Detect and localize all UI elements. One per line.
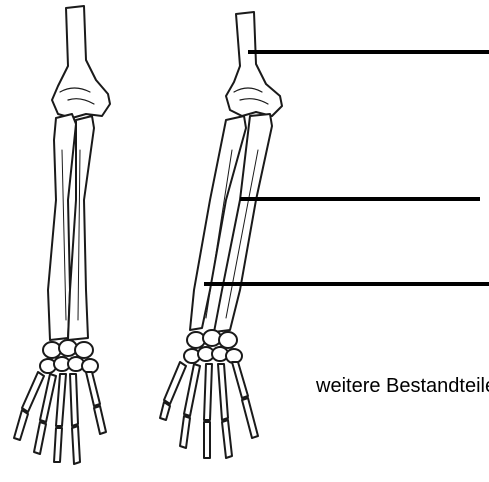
leader-line-ulna [240,197,480,201]
left-arm-skeleton [14,6,110,464]
caption-label: weitere Bestandteile [316,374,489,398]
right-humerus [226,12,282,116]
leader-line-radius [204,282,489,286]
left-carpals [40,340,98,373]
right-arm-skeleton [160,12,282,458]
leader-line-humerus [248,50,489,54]
right-finger-bones [160,362,258,458]
right-carpals [184,330,242,363]
left-finger-bones [14,372,106,464]
left-humerus [52,6,110,118]
